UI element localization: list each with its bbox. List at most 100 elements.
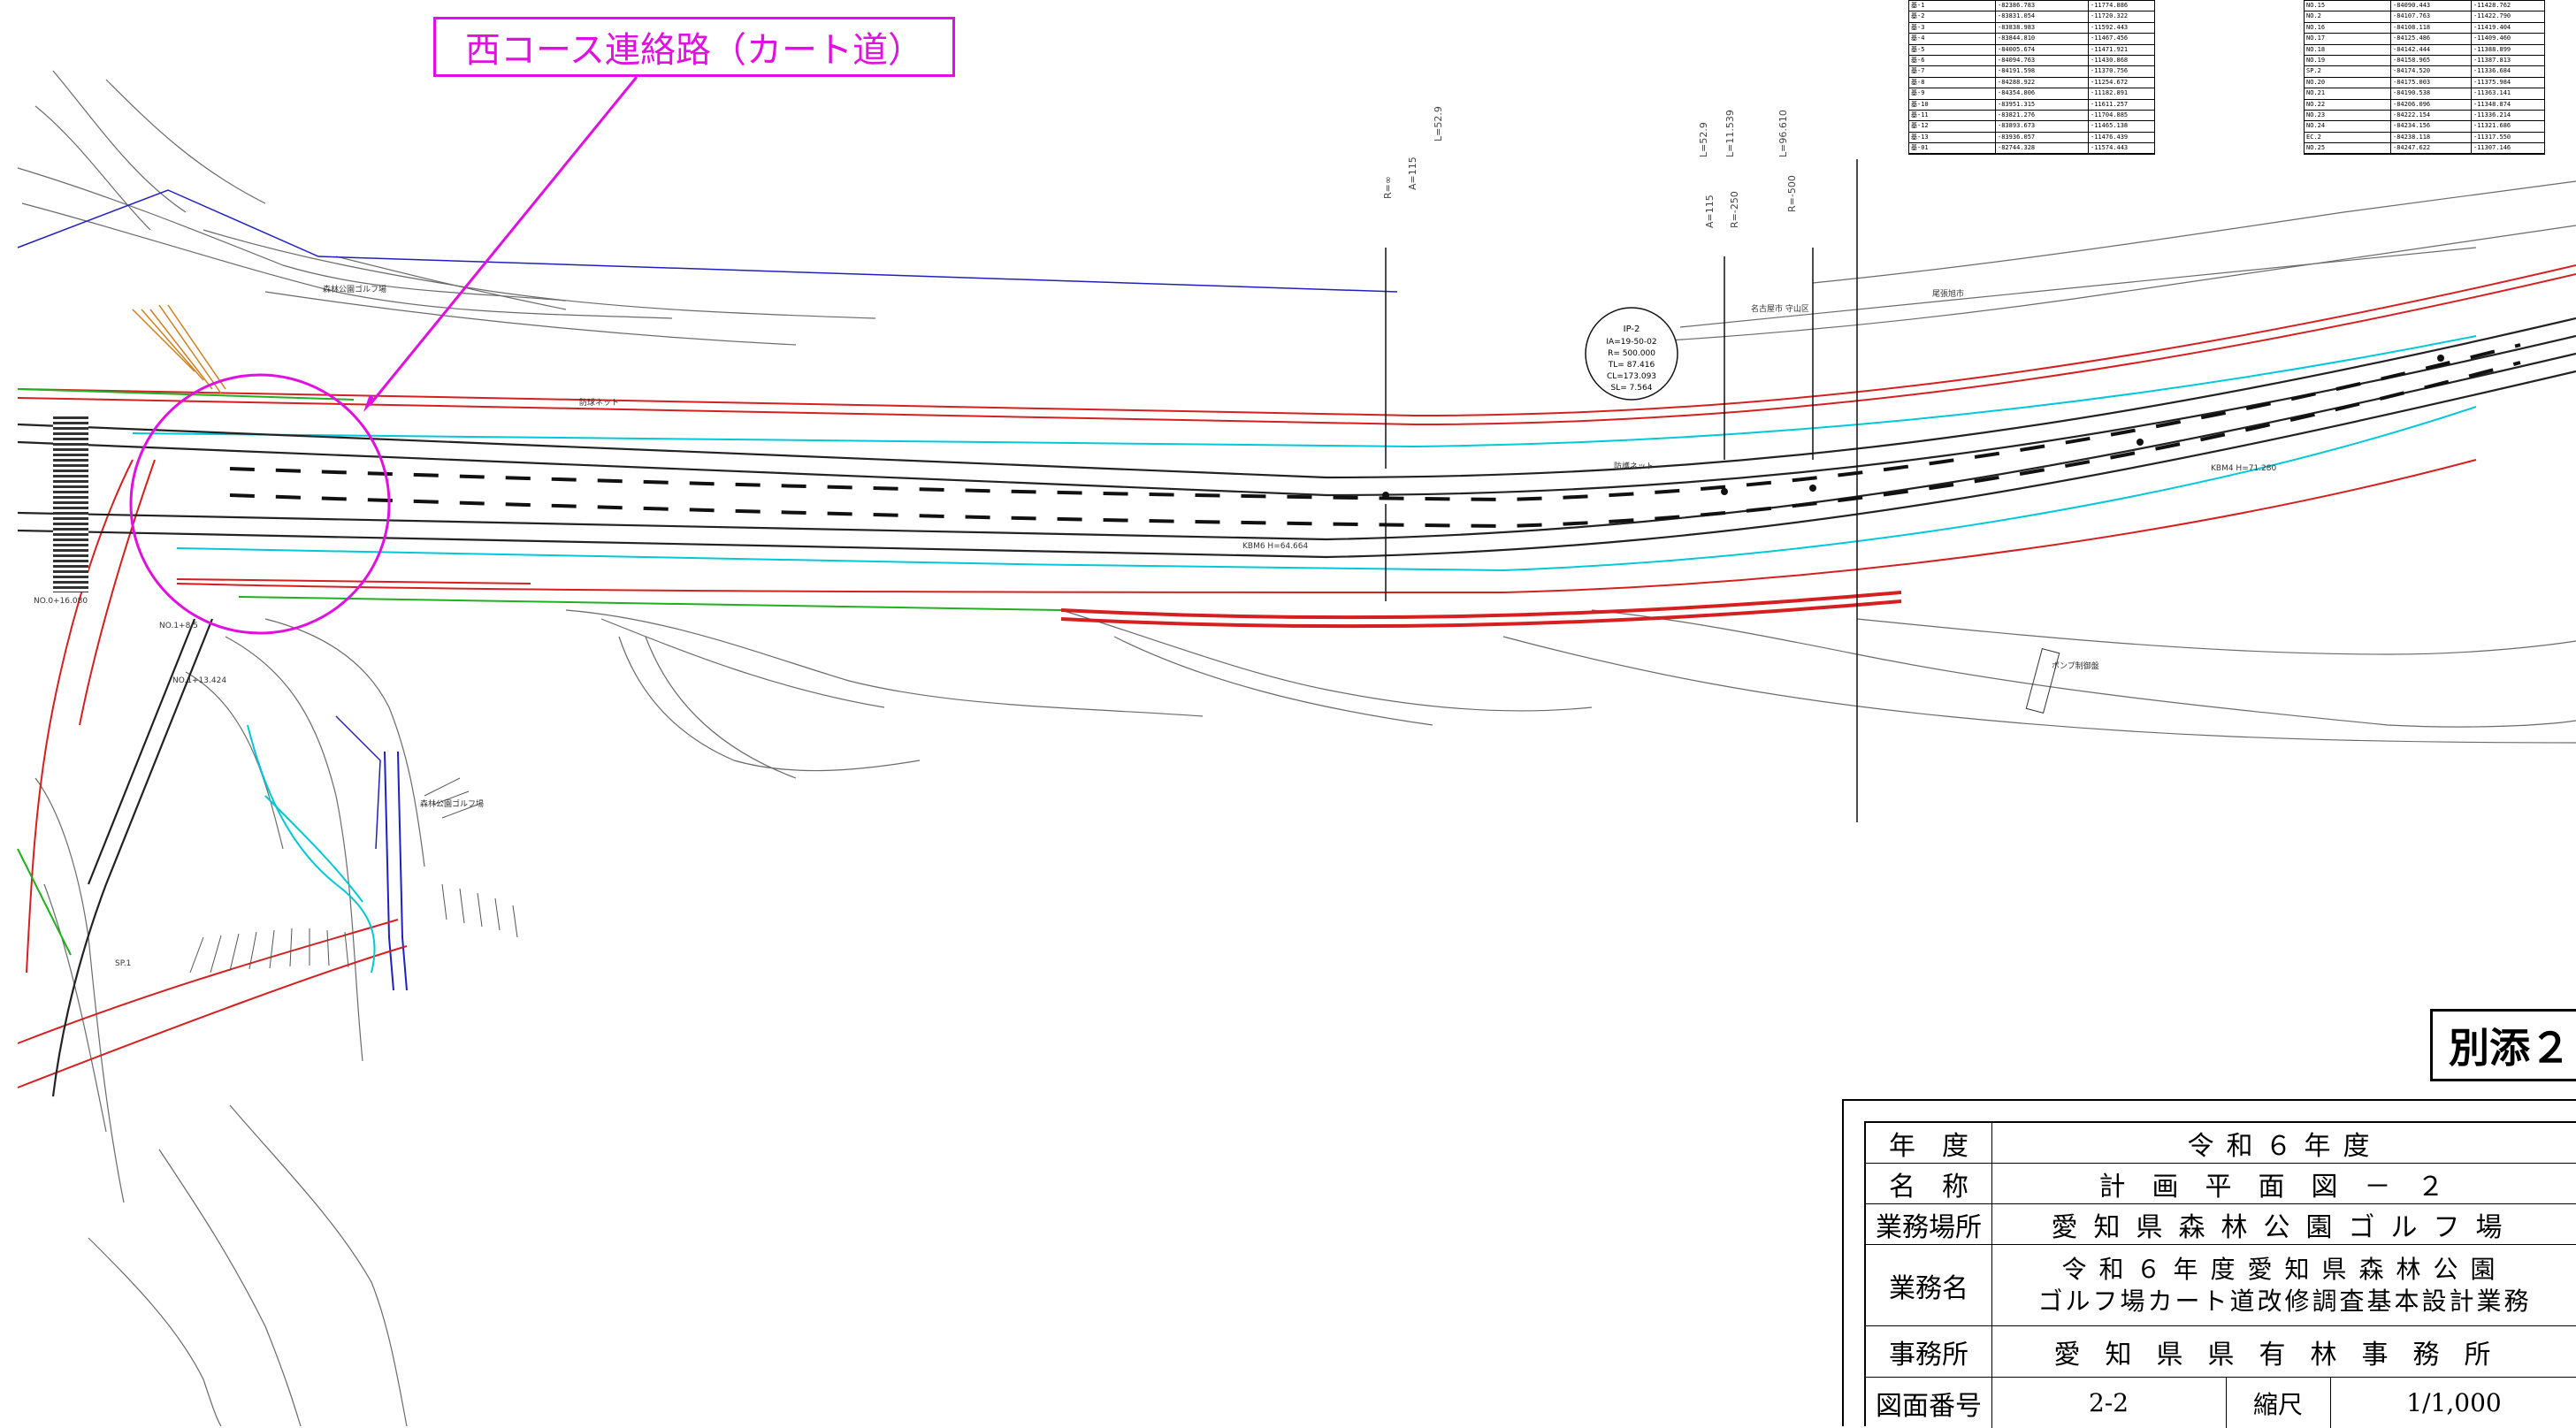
attachment-label: 別添２: [2430, 1009, 2576, 1081]
coordinate-row: SP.2-84174.520-11336.684: [2305, 66, 2544, 78]
coordinate-cell: -84247.622: [2391, 143, 2472, 154]
kbm-label: KBM4 H=71.280: [2211, 464, 2277, 473]
tb-label: 業務名: [1866, 1245, 1992, 1325]
coordinate-row: 基-6-84094.763-11430.868: [1909, 55, 2154, 67]
coordinate-cell: -11363.141: [2473, 89, 2511, 97]
title-block: 年 度 令和６年度 名 称 計画平面図－２ 業務場所 愛知県森林公園ゴルフ場 業…: [1864, 1121, 2576, 1428]
net-label: 防球ネット: [579, 397, 619, 408]
coordinate-cell: -11307.146: [2473, 144, 2511, 152]
map-labels: 森林公園ゴルフ場 森林公園ゴルフ場 防球ネット 防護ネット 尾張旭市 名古屋市 …: [34, 284, 2277, 968]
station-dots: [1382, 355, 2444, 499]
golf-label: 森林公園ゴルフ場: [323, 284, 386, 294]
coordinate-row: NO.16-84108.118-11419.404: [2305, 22, 2544, 34]
coordinate-cell: NO.22: [2305, 99, 2391, 110]
coordinate-cell: 基-5: [1909, 44, 1996, 55]
coordinate-row: 基-8-84288.922-11254.672: [1909, 77, 2154, 89]
tb-value-line: 令和６年度愛知県森林公園: [2061, 1254, 2508, 1284]
coordinate-cell: -11387.813: [2473, 56, 2511, 64]
tb-label: 事務所: [1866, 1326, 1992, 1377]
net-label: 防護ネット: [1614, 461, 1654, 471]
green-lines: [17, 388, 1062, 956]
coordinate-cell: -83951.315: [1996, 99, 2089, 110]
coordinate-row: 基-10-83951.315-11611.257: [1909, 99, 2154, 111]
tb-value-line: ゴルフ場カート道改修調査基本設計業務: [2037, 1286, 2532, 1316]
cart-path-blue: [384, 751, 408, 991]
ip-box: IP-2 IA=19-50-02 R= 500.000 TL= 87.416 C…: [1585, 307, 1678, 401]
tb-value: 愛知県森林公園ゴルフ場: [2051, 1211, 2519, 1243]
coordinate-cell: -82744.328: [1996, 143, 2089, 154]
coordinate-cell: -11592.443: [2091, 23, 2129, 31]
coordinate-row: NO.23-84222.154-11336.214: [2305, 110, 2544, 122]
tb-value: 愛知県県有林事務所: [2053, 1339, 2516, 1371]
coordinate-cell: -11430.868: [2091, 56, 2129, 64]
coordinate-cell: -84191.598: [1996, 66, 2089, 77]
coordinate-cell: 基-2: [1909, 11, 1996, 22]
highlight-arrow: [363, 394, 376, 412]
coordinate-cell: -83936.057: [1996, 132, 2089, 143]
kbm-label: KBM6 H=64.664: [1242, 542, 1309, 551]
coordinate-cell: -83838.983: [1996, 22, 2089, 34]
drawing-number: 2-2: [1991, 1378, 2227, 1428]
pump-label: ポンプ制御盤: [2052, 661, 2099, 671]
scale-value: 1/1,000: [2406, 1388, 2502, 1417]
coordinate-cell: NO.19: [2305, 55, 2391, 66]
coordinate-cell: -11348.874: [2473, 100, 2511, 108]
coordinate-cell: EC.2: [2305, 132, 2391, 143]
coordinate-cell: 基-01: [1909, 143, 1996, 154]
coordinate-cell: -84125.486: [2391, 34, 2472, 44]
coordinate-cell: -11317.550: [2473, 133, 2511, 141]
coordinate-cell: -11370.756: [2091, 67, 2129, 75]
tb-label: 図面番号: [1866, 1378, 1992, 1428]
coordinate-cell: -84238.118: [2391, 132, 2472, 143]
callout-label: 西コース連絡路（カート道）: [433, 17, 955, 77]
curve-label: L=52.9: [1698, 122, 1709, 157]
coordinate-row: 基-12-83893.673-11465.138: [1909, 121, 2154, 133]
coordinate-row: NO.18-84142.444-11388.899: [2305, 44, 2544, 56]
coordinate-cell: -84107.763: [2391, 11, 2472, 22]
coordinate-cell: 基-7: [1909, 66, 1996, 77]
tb-row-location: 業務場所 愛知県森林公園ゴルフ場: [1866, 1204, 2576, 1245]
coordinate-row: NO.21-84190.538-11363.141: [2305, 88, 2544, 100]
coordinate-cell: 基-9: [1909, 88, 1996, 99]
coordinate-row: 基-01-82744.328-11574.443: [1909, 143, 2154, 155]
coordinate-cell: 基-10: [1909, 99, 1996, 110]
curve-label: L=11.539: [1724, 110, 1736, 157]
blue-boundary: [17, 189, 1398, 850]
coordinate-cell: -11419.404: [2473, 23, 2511, 31]
coordinate-row: NO.19-84158.965-11387.813: [2305, 55, 2544, 67]
tb-label: 業務場所: [1866, 1204, 1992, 1244]
coordinate-row: 基-13-83936.057-11476.439: [1909, 132, 2154, 144]
ip-line: SL= 7.564: [1611, 384, 1653, 393]
coordinate-cell: -11720.322: [2091, 12, 2129, 20]
coordinate-cell: NO.24: [2305, 121, 2391, 132]
coordinate-cell: -11336.684: [2473, 67, 2511, 75]
coordinate-cell: NO.17: [2305, 34, 2391, 44]
coordinate-cell: NO.18: [2305, 44, 2391, 55]
coordinate-cell: -11574.443: [2091, 144, 2129, 152]
coordinate-row: EC.2-84238.118-11317.550: [2305, 132, 2544, 144]
coordinate-cell: -11182.891: [2091, 89, 2129, 97]
station-label: NO.0+16.080: [34, 597, 88, 606]
coordinate-cell: -83844.810: [1996, 34, 2089, 44]
coordinate-row: 基-11-83821.276-11704.885: [1909, 110, 2154, 122]
tb-label: 年 度: [1866, 1123, 1992, 1163]
coordinate-cell: -11774.886: [2091, 2, 2129, 9]
coordinate-row: 基-3-83838.983-11592.443: [1909, 22, 2154, 34]
coordinate-cell: -84234.156: [2391, 121, 2472, 132]
coordinate-cell: NO.21: [2305, 88, 2391, 99]
coordinate-cell: -11476.439: [2091, 133, 2129, 141]
highlight-circle: [129, 76, 638, 635]
curve-annotations: R=∞ A=115 L=52.9 L=52.9 A=115 L=11.539 R…: [1382, 106, 1798, 228]
tb-row-project: 業務名 令和６年度愛知県森林公園 ゴルフ場カート道改修調査基本設計業務: [1866, 1245, 2576, 1326]
coordinate-cell: -11388.899: [2473, 45, 2511, 53]
coordinate-cell: -84174.520: [2391, 66, 2472, 77]
sp-label: SP.1: [115, 959, 131, 968]
coordinate-cell: NO.23: [2305, 110, 2391, 121]
coordinate-cell: -83821.276: [1996, 110, 2089, 121]
ip-line: R= 500.000: [1608, 349, 1655, 358]
coordinate-row: NO.17-84125.486-11409.460: [2305, 34, 2544, 45]
tb-label: 名 称: [1866, 1164, 1992, 1203]
station-ticks: [1385, 159, 1858, 822]
